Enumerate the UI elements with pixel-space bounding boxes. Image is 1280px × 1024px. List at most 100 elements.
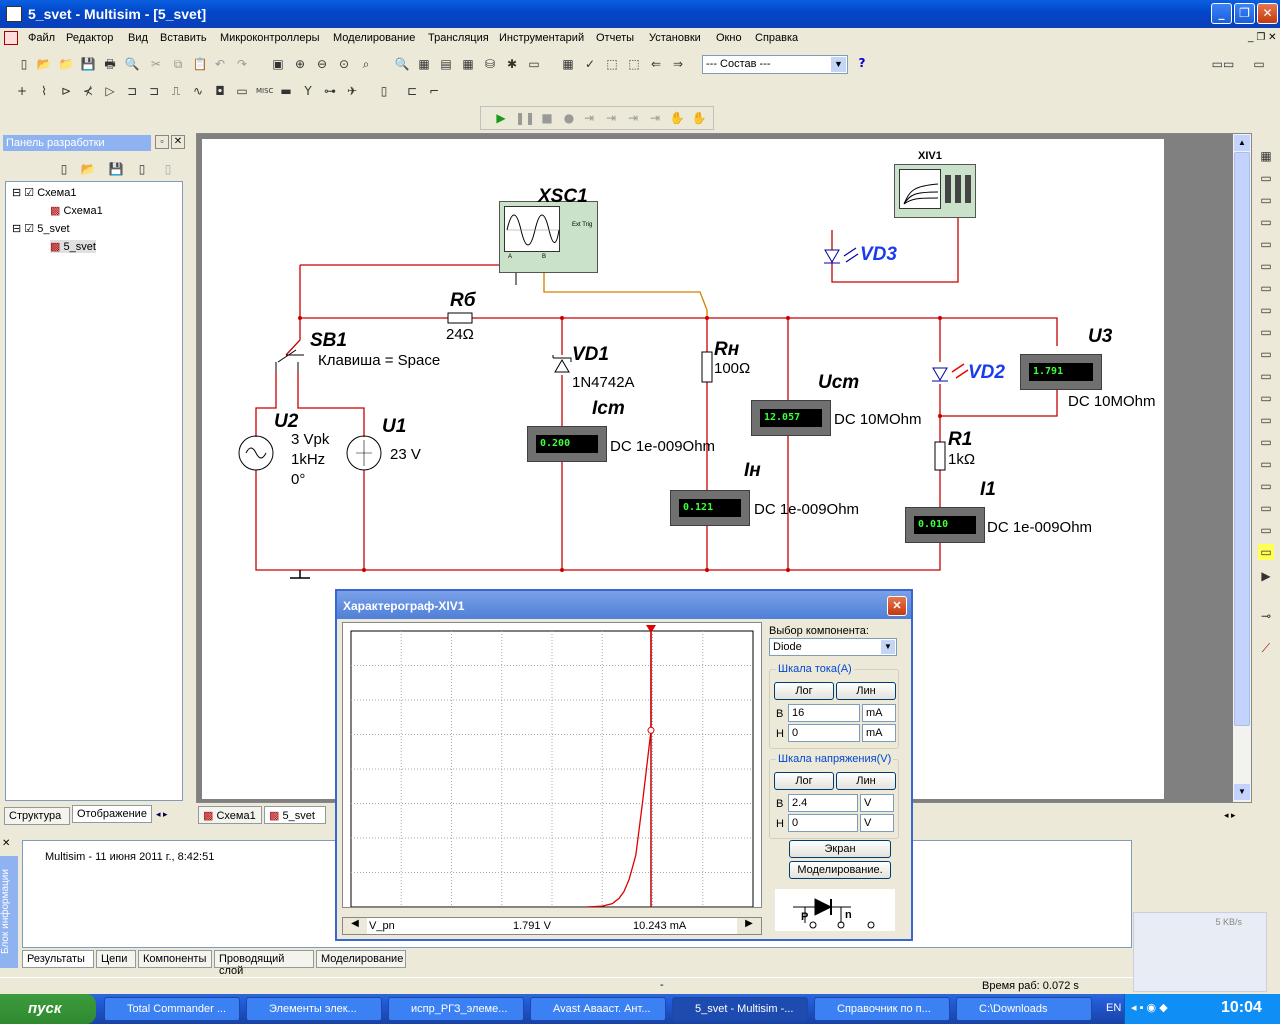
voltage-top-unit[interactable]: V — [860, 794, 894, 812]
cut-icon[interactable]: ✂ — [150, 57, 162, 71]
menu-simulate[interactable]: Моделирование — [333, 32, 416, 44]
simulation-params-button[interactable]: Моделирование. — [789, 861, 891, 879]
panel-close-button[interactable]: ✕ — [171, 135, 185, 149]
info-panel-close-button[interactable]: ✕ — [2, 838, 11, 849]
postprocessor-icon[interactable]: ▭ — [528, 57, 540, 71]
menu-options[interactable]: Установки — [649, 32, 701, 44]
region-icon[interactable]: ⬚ — [606, 57, 618, 71]
erc-icon[interactable]: ▦ — [562, 57, 574, 71]
instrument-icon[interactable]: ▭▭ — [1211, 57, 1235, 71]
language-indicator[interactable]: EN — [1106, 1002, 1122, 1014]
diode-icon[interactable]: ⊳ — [60, 84, 72, 98]
arrow-left-icon[interactable]: ◀ — [343, 918, 367, 934]
ammeter-ih[interactable]: 0.121 — [670, 490, 750, 526]
tree-item-selected[interactable]: ▩ 5_svet — [50, 240, 96, 253]
labview-icon[interactable]: ▭ — [1258, 544, 1274, 560]
copy-icon[interactable]: ⧉ — [173, 57, 183, 71]
tree-item[interactable]: ⊟ ☑ Схема1 — [12, 187, 77, 199]
tray-icons[interactable]: ◂ ▪ ◉ ◆ — [1131, 1002, 1168, 1014]
ammeter-i1[interactable]: 0.010 — [905, 507, 985, 543]
sheet-tab-5svet[interactable]: ▩ 5_svet — [264, 806, 326, 824]
current-log-button[interactable]: Лог — [774, 682, 834, 700]
menu-tools[interactable]: Инструментарий — [499, 32, 585, 44]
indicator-icon[interactable]: ◘ — [215, 84, 225, 98]
panel-restore-button[interactable]: ▫ — [155, 135, 169, 149]
tab-simulation[interactable]: Моделирование — [316, 950, 406, 968]
menu-transfer[interactable]: Трансляция — [428, 32, 489, 44]
grid-icon[interactable]: ▦ — [462, 57, 474, 71]
zoom-fit-icon[interactable]: ⌕ — [362, 57, 370, 71]
run-icon[interactable]: ▶ — [496, 111, 506, 125]
analog-icon[interactable]: ▷ — [105, 84, 115, 98]
current-bottom-input[interactable]: 0 — [788, 724, 860, 742]
forward-annotate-icon[interactable]: ⇐ — [650, 57, 662, 71]
spectrum-analyzer-icon[interactable]: ▭ — [1260, 413, 1272, 427]
transistor-icon[interactable]: ⊀ — [82, 84, 94, 98]
current-top-input[interactable]: 16 — [788, 704, 860, 722]
delete-sheet-icon[interactable]: ▯ — [164, 162, 172, 176]
tektronix-oscilloscope-icon[interactable]: ▭ — [1260, 523, 1272, 537]
redo-icon[interactable]: ↷ — [236, 57, 248, 71]
step-into-icon[interactable]: ⇥ — [583, 111, 595, 125]
zoom-in-icon[interactable]: ⊕ — [294, 57, 306, 71]
misc-digital-icon[interactable]: ⎍ — [171, 84, 181, 98]
voltage-top-input[interactable]: 2.4 — [788, 794, 858, 812]
sheet-tab-schema1[interactable]: ▩ Схема1 — [198, 806, 262, 824]
tab-scroll-arrows[interactable]: ◂ ▸ — [156, 809, 168, 819]
voltmeter-ust[interactable]: 12.057 — [751, 400, 831, 436]
task-word-1[interactable]: Элементы элек... — [246, 997, 382, 1021]
voltage-lin-button[interactable]: Лин — [836, 772, 896, 790]
current-bottom-unit[interactable]: mA — [862, 724, 896, 742]
voltmeter-u3[interactable]: 1.791 — [1020, 354, 1102, 390]
menu-mcu[interactable]: Микроконтроллеры — [220, 32, 320, 44]
connector-icon[interactable]: ⌐ — [428, 84, 440, 98]
ammeter-icm[interactable]: 0.200 — [527, 426, 607, 462]
agilent-generator-icon[interactable]: ▭ — [1260, 457, 1272, 471]
place-hier-icon[interactable]: ▯ — [380, 84, 388, 98]
remove-breakpoints-icon[interactable]: ✋ — [691, 111, 707, 125]
design-toolbox-icon[interactable]: ▤ — [440, 57, 452, 71]
tree-item[interactable]: ⊟ ☑ 5_svet — [12, 223, 70, 235]
pause-icon[interactable]: ❚❚ — [515, 111, 536, 125]
open-sheet-icon[interactable]: 📂 — [80, 162, 96, 176]
electromech-icon[interactable]: ⊶ — [324, 84, 336, 98]
screen-button[interactable]: Экран — [789, 840, 891, 858]
iv-analyzer-xiv1[interactable] — [894, 164, 976, 218]
source-icon[interactable]: + — [16, 84, 28, 98]
tree-item[interactable]: ▩ Схема1 — [50, 205, 103, 217]
agilent-oscilloscope-icon[interactable]: ▭ — [1260, 501, 1272, 515]
task-reference[interactable]: Справочник по п... — [814, 997, 950, 1021]
maximize-button[interactable]: ❐ — [1234, 3, 1255, 24]
tab-nets[interactable]: Цепи — [96, 950, 136, 968]
probe-icon[interactable]: ⟋ — [1261, 641, 1271, 655]
advanced-icon[interactable]: ▬ — [280, 84, 292, 98]
print-icon[interactable]: 🖶 — [104, 57, 116, 71]
function-generator-icon[interactable]: ▭ — [1260, 171, 1272, 185]
current-top-unit[interactable]: mA — [862, 704, 896, 722]
task-total-commander[interactable]: Total Commander ... — [104, 997, 240, 1021]
tab-hierarchy[interactable]: Структура — [4, 807, 70, 825]
iv-analyzer-icon[interactable]: ▭ — [1260, 369, 1272, 383]
menu-view[interactable]: Вид — [128, 32, 148, 44]
voltage-log-button[interactable]: Лог — [774, 772, 834, 790]
database-icon[interactable]: ⛁ — [484, 57, 496, 71]
cmos-icon[interactable]: ⊐ — [148, 84, 160, 98]
menu-file[interactable]: Файл — [28, 32, 56, 44]
oscilloscope-icon[interactable]: ▭ — [1260, 215, 1272, 229]
bode-plotter-icon[interactable]: ▭ — [1260, 259, 1272, 273]
open-sample-icon[interactable]: 📁 — [58, 57, 74, 71]
current-lin-button[interactable]: Лин — [836, 682, 896, 700]
open-icon[interactable]: 📂 — [36, 57, 52, 71]
paste-icon[interactable]: 📋 — [192, 57, 208, 71]
distortion-analyzer-icon[interactable]: ▭ — [1260, 391, 1272, 405]
close-sheet-icon[interactable]: ▯ — [138, 162, 146, 176]
stop-icon[interactable]: ■ — [541, 111, 553, 125]
task-word-2[interactable]: испр_РГЗ_элеме... — [388, 997, 524, 1021]
oscilloscope-xsc1[interactable]: Ext Trig A B — [499, 201, 598, 273]
current-probe-icon[interactable]: ⊸ — [1260, 609, 1272, 623]
run-to-cursor-icon[interactable]: ⇥ — [649, 111, 661, 125]
close-button[interactable]: ✕ — [1257, 3, 1278, 24]
new-icon[interactable]: ▯ — [20, 57, 28, 71]
zoom-area-icon[interactable]: ⊙ — [338, 57, 350, 71]
tab-copper-layer[interactable]: Проводящий слой — [214, 950, 314, 977]
